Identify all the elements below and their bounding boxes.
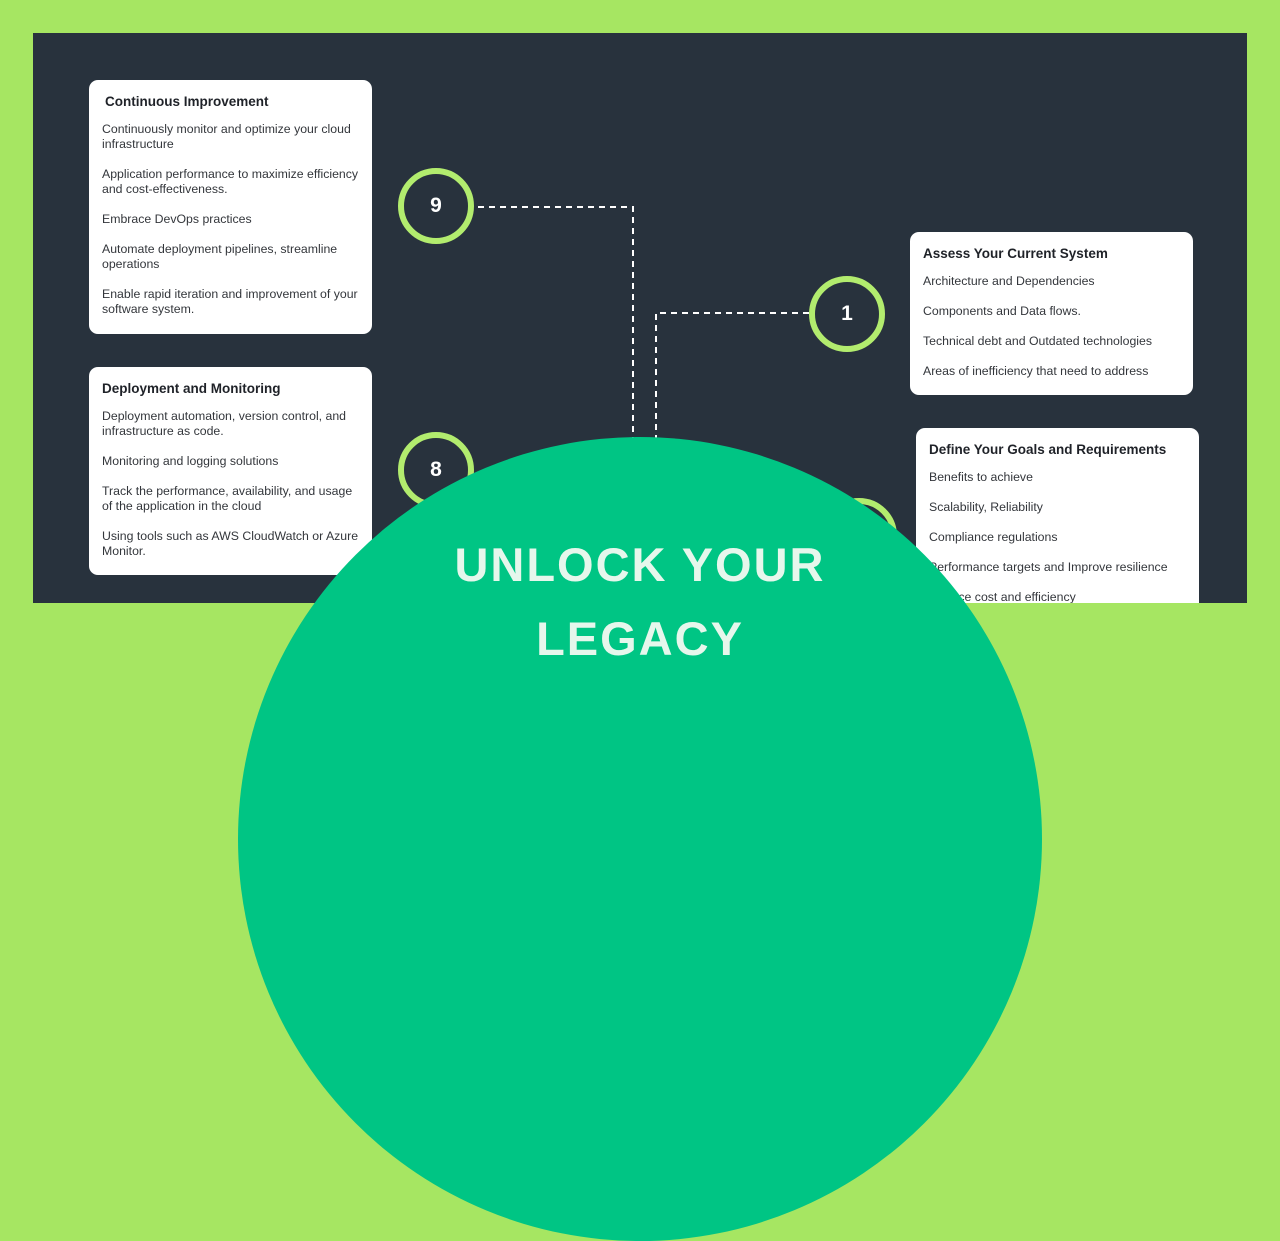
list-item: Compliance regulations bbox=[929, 530, 1058, 544]
list-item: Benefits to achieve bbox=[929, 470, 1033, 484]
connector-lines bbox=[478, 206, 809, 453]
card-title: Continuous Improvement bbox=[105, 94, 269, 109]
diagram-panel: Continuous Improvement Continuously moni… bbox=[33, 33, 1247, 603]
card-items: Deployment automation, version control, … bbox=[102, 409, 359, 559]
list-item: Application performance to maximize effi… bbox=[102, 167, 359, 196]
list-item: Enable rapid iteration and improvement o… bbox=[102, 287, 358, 316]
step-9-badge: 9 bbox=[398, 168, 474, 244]
list-item: Architecture and Dependencies bbox=[923, 274, 1095, 288]
card-items: Architecture and Dependencies Components… bbox=[923, 274, 1180, 379]
card-title: Define Your Goals and Requirements bbox=[929, 442, 1167, 457]
step-1-badge: 1 bbox=[809, 276, 885, 352]
list-item: Scalability, Reliability bbox=[929, 500, 1043, 514]
list-item: Embrace DevOps practices bbox=[102, 212, 252, 226]
list-item: Continuously monitor and optimize your c… bbox=[102, 122, 351, 151]
list-item: Reduce cost and efficiency bbox=[929, 590, 1076, 603]
list-item: Performance targets and Improve resilien… bbox=[929, 560, 1168, 574]
card-define-goals: Define Your Goals and Requirements Benef… bbox=[916, 428, 1199, 603]
card-items: Continuously monitor and optimize your c… bbox=[102, 122, 359, 317]
list-item: Using tools such as AWS CloudWatch or Az… bbox=[102, 529, 359, 558]
list-item: Deployment automation, version control, … bbox=[102, 409, 347, 438]
card-continuous-improvement: Continuous Improvement Continuously moni… bbox=[89, 80, 372, 334]
card-title: Deployment and Monitoring bbox=[102, 381, 281, 396]
hero-title-line-1: UNLOCK YOUR bbox=[454, 538, 826, 591]
card-title: Assess Your Current System bbox=[923, 246, 1108, 261]
list-item: Track the performance, availability, and… bbox=[102, 484, 353, 513]
hero-title-line-2: LEGACY bbox=[536, 612, 744, 665]
card-deployment-monitoring: Deployment and Monitoring Deployment aut… bbox=[89, 367, 372, 575]
card-assess-system: Assess Your Current System Architecture … bbox=[910, 232, 1193, 395]
list-item: Areas of inefficiency that need to addre… bbox=[923, 364, 1149, 378]
connector-step-1 bbox=[655, 312, 809, 453]
connector-step-9 bbox=[478, 206, 634, 453]
list-item: Components and Data flows. bbox=[923, 304, 1081, 318]
list-item: Monitoring and logging solutions bbox=[102, 454, 279, 468]
list-item: Technical debt and Outdated technologies bbox=[923, 334, 1153, 348]
list-item: Automate deployment pipelines, streamlin… bbox=[102, 242, 338, 271]
card-items: Benefits to achieve Scalability, Reliabi… bbox=[929, 470, 1186, 603]
